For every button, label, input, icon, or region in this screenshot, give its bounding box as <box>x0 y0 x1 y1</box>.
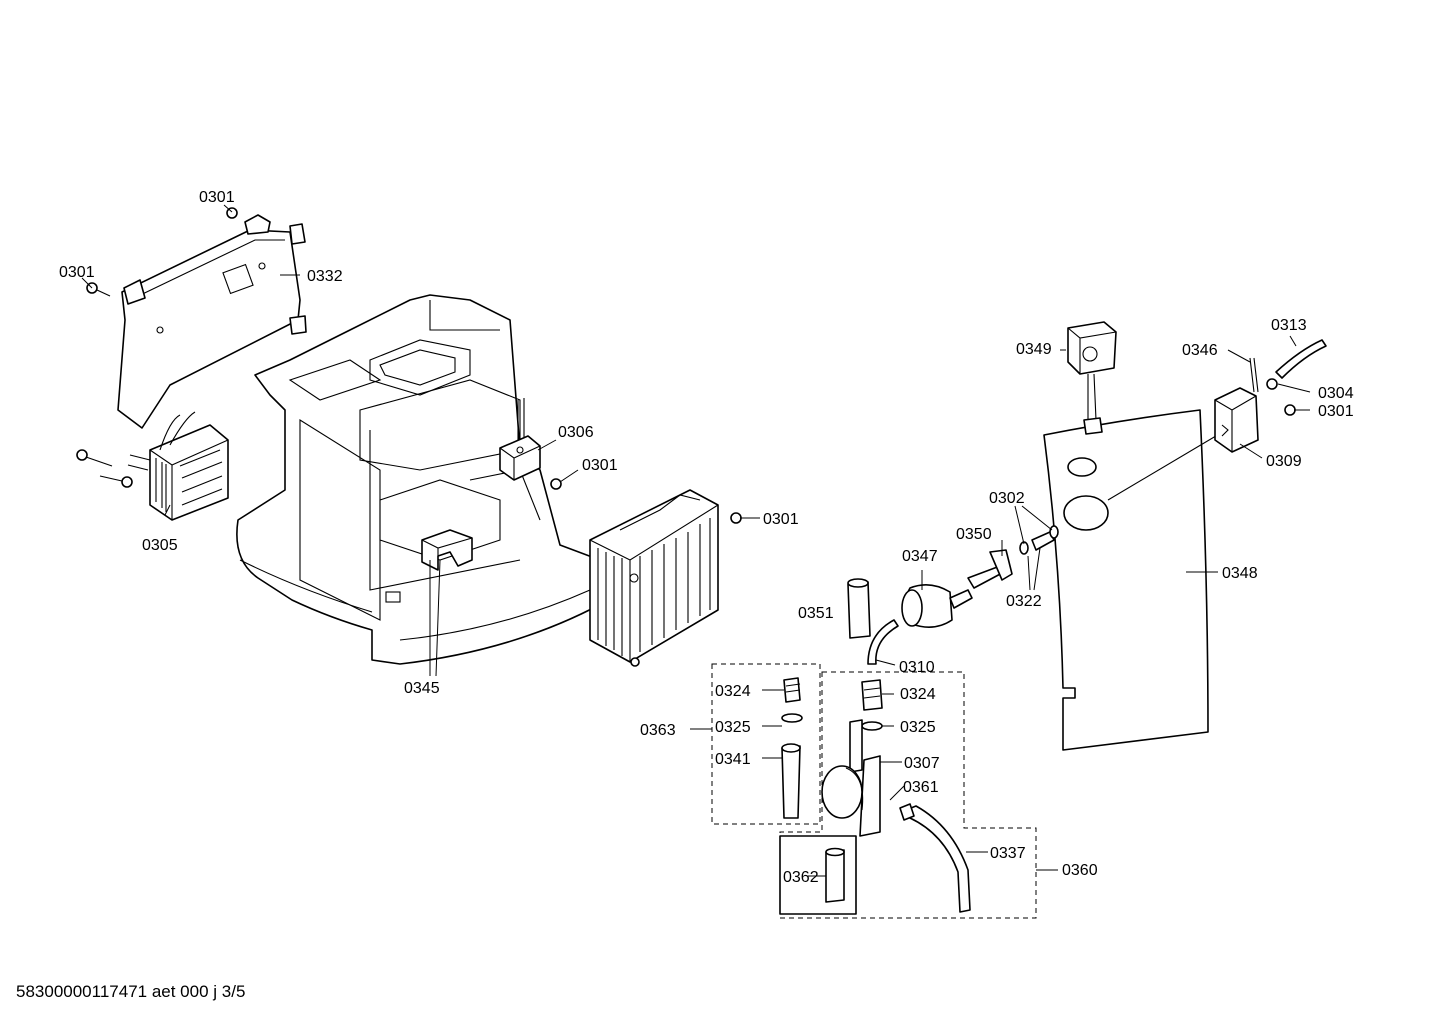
heater-block <box>589 489 719 667</box>
label-0346: 0346 <box>1182 342 1218 359</box>
label-0332: 0332 <box>307 268 343 285</box>
hose-0313 <box>1249 339 1327 416</box>
label-0347: 0347 <box>902 548 938 565</box>
label-0325: 0325 <box>715 719 751 736</box>
label-0309: 0309 <box>1266 453 1302 470</box>
label-0302: 0302 <box>989 490 1025 507</box>
label-0348: 0348 <box>1222 565 1258 582</box>
label-0324: 0324 <box>715 683 751 700</box>
label-0349: 0349 <box>1016 341 1052 358</box>
front-cover-0348 <box>1043 409 1227 751</box>
switch-0349 <box>1067 321 1117 435</box>
label-0301: 0301 <box>763 511 799 528</box>
pump-0347 <box>901 584 973 628</box>
label-0307: 0307 <box>904 755 940 772</box>
label-0341: 0341 <box>715 751 751 768</box>
label-0304: 0304 <box>1318 385 1354 402</box>
screw-0301-mid <box>550 478 562 490</box>
leader-lines <box>81 204 1311 877</box>
document-id-footer: 58300000117471 aet 000 j 3/5 <box>16 982 246 1001</box>
label-0351: 0351 <box>798 605 834 622</box>
label-0345: 0345 <box>404 680 440 697</box>
label-0324: 0324 <box>900 686 936 703</box>
housing-frame <box>236 294 613 665</box>
label-0305: 0305 <box>142 537 178 554</box>
control-board-0332 <box>117 214 307 429</box>
tube-0310 <box>867 619 899 665</box>
label-0350: 0350 <box>956 526 992 543</box>
group-0363 <box>711 663 821 825</box>
transformer-0305 <box>127 411 229 521</box>
valve-0309 <box>1214 387 1259 453</box>
label-0301: 0301 <box>59 264 95 281</box>
label-0361: 0361 <box>903 779 939 796</box>
label-0301: 0301 <box>199 189 235 206</box>
label-0301: 0301 <box>1318 403 1354 420</box>
connector-0350 <box>967 549 1013 589</box>
box-0362 <box>779 835 857 915</box>
group-0360 <box>779 671 1037 919</box>
label-0322: 0322 <box>1006 593 1042 610</box>
label-0306: 0306 <box>558 424 594 441</box>
label-0363: 0363 <box>640 722 676 739</box>
label-0362: 0362 <box>783 869 819 886</box>
label-0325: 0325 <box>900 719 936 736</box>
seals-0302 <box>1019 525 1059 555</box>
label-0310: 0310 <box>899 659 935 676</box>
label-0313: 0313 <box>1271 317 1307 334</box>
label-0301: 0301 <box>582 457 618 474</box>
screw-0301-heater <box>730 512 742 524</box>
switch-0306 <box>499 398 541 481</box>
part-labels: 0301 0301 0332 0305 0306 0301 0301 0345 … <box>59 189 1354 886</box>
label-0360: 0360 <box>1062 862 1098 879</box>
filter-0351 <box>847 578 871 639</box>
label-0337: 0337 <box>990 845 1026 862</box>
